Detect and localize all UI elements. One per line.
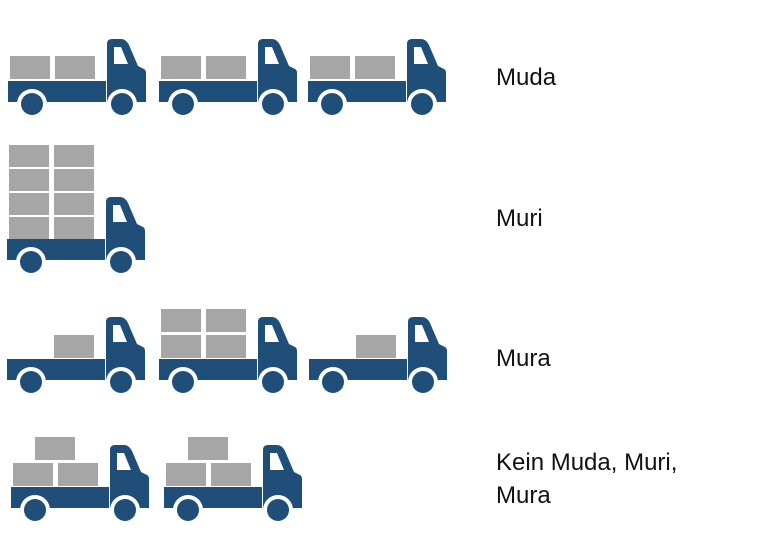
truck-icon xyxy=(11,437,149,525)
truck-icon xyxy=(308,39,446,119)
cargo-box xyxy=(188,437,228,460)
cargo-box xyxy=(161,56,201,79)
truck-icon xyxy=(159,309,297,397)
row-muri xyxy=(7,145,145,277)
cargo-box xyxy=(355,56,395,79)
cargo-box xyxy=(54,217,94,239)
cargo-box xyxy=(10,56,50,79)
truck-icon xyxy=(164,437,302,525)
label-muda: Muda xyxy=(496,64,557,91)
label-kein-line-1: Kein Muda, Muri, xyxy=(496,449,678,476)
label-muri: Muri xyxy=(496,205,543,232)
cargo-box xyxy=(206,309,246,332)
cargo-box xyxy=(310,56,350,79)
cargo-box xyxy=(161,335,201,358)
truck-icon xyxy=(7,145,145,277)
truck-icon xyxy=(8,39,146,119)
truck-icon xyxy=(309,317,447,397)
cargo-box xyxy=(9,217,49,239)
cargo-box xyxy=(356,335,396,358)
cargo-box xyxy=(54,169,94,191)
cargo-box xyxy=(54,193,94,215)
truck-icon xyxy=(7,317,145,397)
row-mura xyxy=(7,309,447,397)
cargo-box xyxy=(206,56,246,79)
cargo-box xyxy=(54,145,94,167)
cargo-box xyxy=(54,335,94,358)
label-mura: Mura xyxy=(496,345,551,372)
cargo-box xyxy=(166,463,206,486)
cargo-box xyxy=(13,463,53,486)
trucks-layer xyxy=(7,39,447,525)
label-kein-line-2: Mura xyxy=(496,482,551,509)
cargo-box xyxy=(9,145,49,167)
cargo-box xyxy=(35,437,75,460)
row-kein xyxy=(11,437,302,525)
cargo-box xyxy=(55,56,95,79)
cargo-box xyxy=(161,309,201,332)
cargo-box xyxy=(58,463,98,486)
cargo-box xyxy=(206,335,246,358)
row-muda xyxy=(8,39,446,119)
truck-icon xyxy=(159,39,297,119)
cargo-box xyxy=(211,463,251,486)
cargo-box xyxy=(9,169,49,191)
cargo-box xyxy=(9,193,49,215)
